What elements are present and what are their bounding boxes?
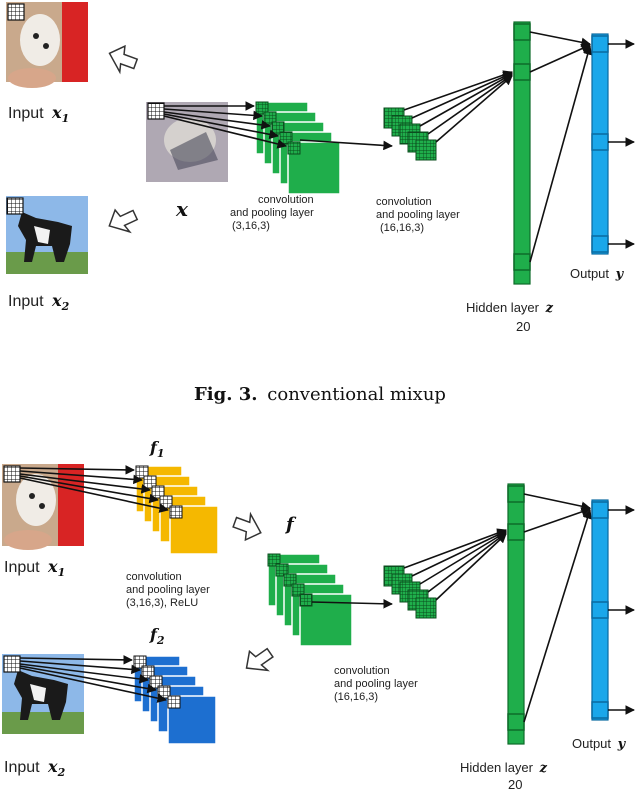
bottom-conv2-feature-maps bbox=[383, 565, 437, 619]
svg-text:(3,16,3): (3,16,3) bbox=[232, 220, 270, 232]
bottom-hidden-size: 20 bbox=[508, 777, 522, 791]
top-hidden-layer-bar bbox=[513, 21, 531, 285]
top-conv1-to-conv2-arrow bbox=[299, 139, 393, 151]
bottom-f1-feature-maps bbox=[135, 465, 219, 555]
svg-text:and pooling layer: and pooling layer bbox=[376, 209, 460, 221]
svg-text:(16,16,3): (16,16,3) bbox=[334, 691, 378, 703]
top-hidden-label: Hidden layer z bbox=[466, 300, 554, 316]
top-conv2-feature-maps bbox=[383, 107, 437, 161]
figure-caption: Fig. 3. conventional mixup bbox=[194, 384, 446, 405]
bottom-input-image-2 bbox=[2, 654, 84, 734]
bottom-f2-arrows bbox=[19, 655, 167, 703]
bottom-diagram: f1 f2 f Input x1 Input x2 convolution an… bbox=[2, 438, 635, 791]
bottom-input2-label: Input x2 bbox=[4, 757, 66, 779]
bottom-conv2-label: convolution and pooling layer (16,16,3) bbox=[334, 665, 418, 703]
bottom-f-label: f bbox=[284, 514, 297, 535]
top-conv1-feature-maps bbox=[255, 101, 341, 195]
top-input-image-2 bbox=[6, 196, 88, 274]
svg-text:and pooling layer: and pooling layer bbox=[334, 678, 418, 690]
bottom-input1-label: Input x1 bbox=[4, 557, 65, 579]
bottom-conv1-label: convolution and pooling layer (3,16,3), … bbox=[126, 571, 210, 609]
svg-text:convolution: convolution bbox=[334, 665, 390, 677]
bottom-conv2-to-hidden-arrows bbox=[403, 528, 507, 601]
bottom-f2-feature-maps bbox=[133, 655, 217, 745]
top-output-bar bbox=[591, 33, 609, 255]
top-conv2-label: convolution and pooling layer (16,16,3) bbox=[376, 196, 460, 234]
bottom-output-arrows bbox=[608, 505, 635, 715]
svg-text:and pooling layer: and pooling layer bbox=[126, 584, 210, 596]
top-mixed-label: x bbox=[175, 197, 189, 221]
top-output-arrows bbox=[608, 39, 635, 249]
bottom-f-feature-maps bbox=[267, 553, 353, 647]
svg-text:(16,16,3): (16,16,3) bbox=[380, 222, 424, 234]
bottom-output-label: Output y bbox=[572, 736, 627, 752]
bottom-output-bar bbox=[591, 499, 609, 721]
top-hollow-arrow-1 bbox=[108, 44, 139, 75]
top-conv1-label: convolution and pooling layer (3,16,3) bbox=[230, 194, 314, 232]
top-hidden-size: 20 bbox=[516, 319, 530, 334]
top-input-image-1 bbox=[6, 2, 88, 88]
bottom-hidden-layer-bar bbox=[507, 483, 525, 745]
top-conv2-to-hidden-arrows bbox=[403, 70, 513, 143]
bottom-hollow-arrow-1 bbox=[232, 511, 262, 542]
bottom-f2-label: f2 bbox=[149, 625, 165, 647]
top-mixed-image bbox=[146, 102, 228, 182]
top-input2-label: Input x2 bbox=[8, 291, 70, 313]
top-diagram: Input x1 Input x2 x convolution and pool… bbox=[6, 2, 635, 405]
bottom-hidden-to-output-arrows bbox=[523, 493, 593, 723]
top-hidden-to-output-arrows bbox=[529, 31, 593, 263]
bottom-hidden-label: Hidden layer z bbox=[460, 760, 548, 776]
svg-text:and pooling layer: and pooling layer bbox=[230, 207, 314, 219]
bottom-f1-arrows bbox=[19, 465, 169, 513]
top-output-label: Output y bbox=[570, 266, 625, 282]
bottom-f-to-conv2-arrow bbox=[311, 598, 393, 609]
svg-text:convolution: convolution bbox=[126, 571, 182, 583]
bottom-input-image-1 bbox=[2, 464, 84, 550]
svg-text:(3,16,3), ReLU: (3,16,3), ReLU bbox=[126, 597, 198, 609]
svg-text:convolution: convolution bbox=[258, 194, 314, 206]
top-input1-label: Input x1 bbox=[8, 103, 69, 125]
bottom-hollow-arrow-2 bbox=[245, 647, 274, 672]
svg-text:convolution: convolution bbox=[376, 196, 432, 208]
bottom-f1-label: f1 bbox=[149, 438, 165, 460]
top-hollow-arrow-2 bbox=[108, 208, 139, 234]
top-conv1-arrows bbox=[163, 101, 287, 149]
